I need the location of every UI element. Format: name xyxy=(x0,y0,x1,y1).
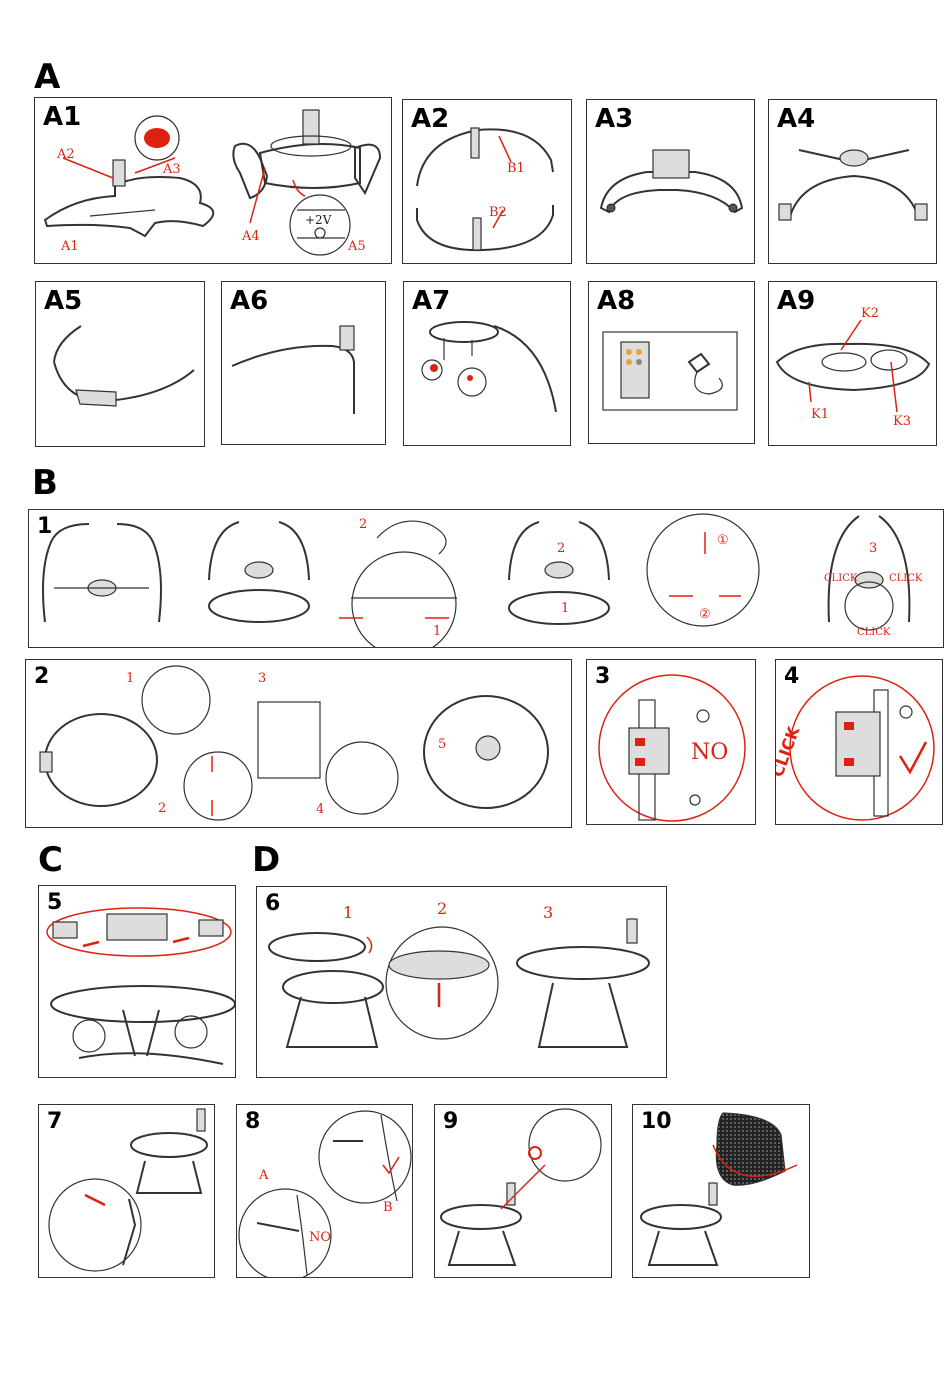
callout-a4: A4 xyxy=(242,230,260,243)
click-label: CLICK xyxy=(824,574,857,584)
voltage-label: +2V xyxy=(305,214,331,226)
step-3-label: 3 xyxy=(869,542,877,555)
section-d-heading: D xyxy=(252,843,280,877)
panel-7: 7 xyxy=(38,1104,215,1278)
latch-incorrect-illustration xyxy=(587,660,756,825)
seat-bracket-mount-illustration xyxy=(39,886,236,1078)
panel-b1: 1 2 1 2 1 ① ② 3 CLICK CLICK CLICK xyxy=(28,509,944,648)
substep-1-label: ① xyxy=(717,534,729,547)
seat-install-step-illustration xyxy=(257,887,667,1078)
leg-tube-with-pad-illustration xyxy=(36,282,205,447)
panel-d6: 6 1 2 3 xyxy=(256,886,667,1078)
base-unit-illustration xyxy=(35,98,392,264)
step-1-label: 1 xyxy=(433,625,441,638)
belt-routing-illustration xyxy=(39,1105,215,1278)
substep-2-label: ② xyxy=(699,608,711,621)
click-label: CLICK xyxy=(889,574,922,584)
frame-tubes-illustration xyxy=(403,100,572,264)
panel-10: 10 xyxy=(632,1104,810,1278)
panel-a9: A9 K2 K1 K3 xyxy=(768,281,937,446)
callout-k2: K2 xyxy=(861,307,879,320)
callout-b2: B2 xyxy=(489,206,507,219)
step-5-label: 5 xyxy=(438,738,446,751)
callout-a2: A2 xyxy=(57,148,75,161)
base-frame-illustration xyxy=(769,100,937,264)
panel-a4: A4 xyxy=(768,99,937,264)
step-2-label: 2 xyxy=(359,518,367,531)
panel-a7: A7 xyxy=(403,281,571,446)
panel-b2: 2 1 3 2 4 5 xyxy=(25,659,572,828)
step-3-label: 3 xyxy=(258,672,266,685)
latch-correct-illustration xyxy=(776,660,943,825)
panel-a6: A6 xyxy=(221,281,386,445)
seat-bracket-illustration xyxy=(587,100,755,264)
step-4-label: 4 xyxy=(316,803,324,816)
step-2-label: 2 xyxy=(158,802,166,815)
mark-b: B xyxy=(383,1201,393,1214)
seat-shell-illustration xyxy=(769,282,937,446)
panel-9: 9 xyxy=(434,1104,612,1278)
panel-a5: A5 xyxy=(35,281,205,447)
panel-c5: 5 xyxy=(38,885,236,1078)
callout-k1: K1 xyxy=(811,408,829,421)
step-2-label: 2 xyxy=(557,542,565,555)
incorrect-mark: NO xyxy=(309,1231,331,1244)
incorrect-mark: NO xyxy=(691,742,728,764)
section-b-heading: B xyxy=(32,466,58,500)
leg-tube-with-clip-illustration xyxy=(222,282,386,445)
strap-check-illustration xyxy=(237,1105,413,1278)
panel-8: 8 A NO B xyxy=(236,1104,413,1278)
step-1-label: 1 xyxy=(126,672,134,685)
panel-a1: A1 A2 A3 A1 A4 A5 +2V xyxy=(34,97,392,264)
callout-b1: B1 xyxy=(507,162,525,175)
panel-b4: 4 CLICK xyxy=(775,659,943,825)
strap-clip-illustration xyxy=(435,1105,612,1278)
panel-a3: A3 xyxy=(586,99,755,264)
panel-a8: A8 xyxy=(588,281,755,444)
seat-cover-illustration xyxy=(633,1105,810,1278)
base-attach-step-illustration xyxy=(26,660,572,828)
section-a-heading: A xyxy=(34,60,60,94)
callout-k3: K3 xyxy=(893,415,911,428)
callout-a3: A3 xyxy=(163,163,181,176)
frame-assembly-step-illustration xyxy=(29,510,944,648)
callout-a5: A5 xyxy=(348,240,366,253)
remote-and-adapter-illustration xyxy=(589,282,755,444)
step-2-label: 2 xyxy=(437,901,447,917)
panel-a2: A2 B1 B2 xyxy=(402,99,572,264)
toy-bar-illustration xyxy=(404,282,571,446)
panel-b3: 3 NO xyxy=(586,659,756,825)
mark-a: A xyxy=(259,1169,268,1182)
step-1-label: 1 xyxy=(561,602,569,615)
step-3-label: 3 xyxy=(543,905,553,921)
step-1-label: 1 xyxy=(343,905,353,921)
click-label: CLICK xyxy=(857,628,890,638)
section-c-heading: C xyxy=(38,843,63,877)
callout-a1: A1 xyxy=(61,240,79,253)
